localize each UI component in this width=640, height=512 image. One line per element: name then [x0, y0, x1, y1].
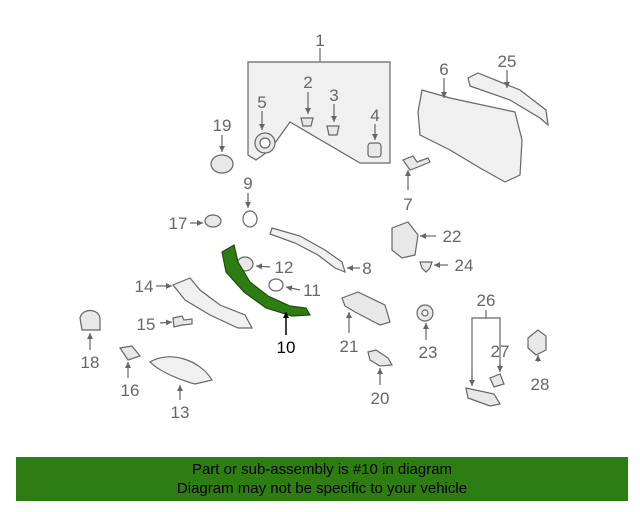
callout-5: 5	[257, 93, 266, 112]
callout-7: 7	[403, 195, 412, 214]
callout-8: 8	[362, 259, 371, 278]
part-7-bolt	[402, 155, 431, 171]
part-4-bushing	[367, 142, 382, 158]
part-3-clip	[326, 125, 340, 136]
callout-9: 9	[243, 174, 252, 193]
callout-10: 10	[277, 338, 296, 357]
parts-diagram: 1 2 3 4 5 6 7 8 9 10 11 12 13 14 15 16 1…	[79, 31, 550, 422]
callout-1: 1	[315, 31, 324, 50]
part-17-washer	[204, 214, 222, 228]
callout-3: 3	[329, 86, 338, 105]
banner-line-2: Diagram may not be specific to your vehi…	[176, 480, 468, 497]
callout-15: 15	[137, 315, 156, 334]
notice-banner: Part or sub-assembly is #10 in diagram D…	[16, 457, 628, 501]
part-24-clip	[419, 261, 433, 273]
part-11-ring	[268, 278, 284, 292]
callout-21: 21	[340, 337, 359, 356]
callout-2: 2	[303, 73, 312, 92]
part-21-bracket	[341, 291, 391, 326]
part-18-cap	[79, 309, 101, 331]
callout-22: 22	[443, 227, 462, 246]
part-2-clip	[300, 117, 314, 127]
callout-13: 13	[171, 403, 190, 422]
callout-17: 17	[169, 214, 188, 233]
part-10-seal	[221, 244, 312, 317]
banner-line-1: Part or sub-assembly is #10 in diagram	[191, 461, 453, 478]
part-25-strip	[467, 72, 549, 127]
part-9-ring	[242, 210, 258, 228]
callout-18: 18	[81, 353, 100, 372]
part-22-bracket	[391, 221, 419, 259]
callout-12: 12	[275, 258, 294, 277]
callout-19: 19	[213, 116, 232, 135]
part-14-handle	[172, 277, 254, 329]
part-28-socket	[527, 329, 547, 356]
part-6-panel	[417, 89, 523, 183]
part-15-screw	[172, 315, 193, 328]
part-27-bulb	[489, 373, 505, 388]
callout-11: 11	[303, 281, 321, 300]
callout-6: 6	[439, 60, 448, 79]
part-19-plug	[210, 154, 234, 174]
callout-26: 26	[477, 291, 496, 310]
callout-27: 27	[491, 342, 510, 361]
part-13-cover	[149, 356, 213, 385]
callout-25: 25	[498, 52, 517, 71]
part-1-panel	[247, 61, 391, 164]
part-20-clip	[367, 349, 393, 367]
callout-28: 28	[531, 375, 550, 394]
callout-14: 14	[135, 277, 154, 296]
part-8-trim	[269, 227, 346, 274]
part-26-lamp	[465, 387, 501, 407]
callout-16: 16	[121, 381, 140, 400]
callout-20: 20	[371, 389, 390, 408]
callout-4: 4	[370, 106, 379, 125]
part-16-piece	[118, 345, 142, 361]
callout-23: 23	[419, 343, 438, 362]
callout-24: 24	[455, 256, 474, 275]
